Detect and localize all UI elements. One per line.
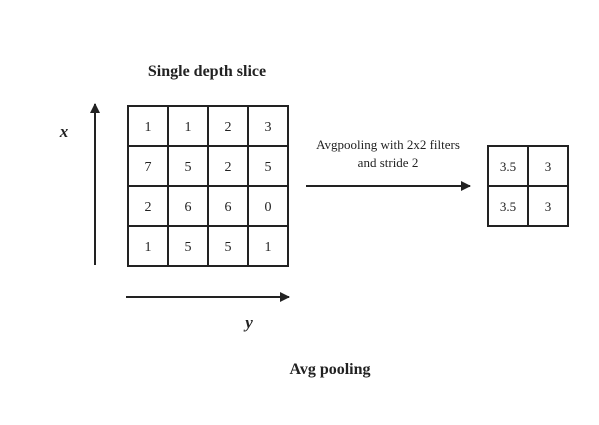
input-grid-value: 2 xyxy=(225,160,232,175)
input-grid-value: 6 xyxy=(185,200,192,215)
input-grid-value: 6 xyxy=(225,200,232,215)
output-grid-cell xyxy=(527,185,569,227)
input-grid-value: 1 xyxy=(265,240,272,255)
input-grid: 1 1 2 3 7 5 2 5 2 6 6 0 1 5 5 1 xyxy=(127,105,289,267)
input-grid-value: 0 xyxy=(265,200,272,215)
operation-label-line2: and stride 2 xyxy=(358,155,419,170)
output-grid: 3.5 3 3.5 3 xyxy=(487,145,569,227)
input-grid-value: 1 xyxy=(185,120,192,135)
input-grid-value: 5 xyxy=(185,160,192,175)
input-grid-value: 1 xyxy=(145,240,152,255)
input-grid-value: 5 xyxy=(185,240,192,255)
output-grid-value: 3 xyxy=(545,199,552,214)
output-grid-value: 3.5 xyxy=(500,199,516,214)
diagram-caption: Avg pooling xyxy=(289,361,370,378)
output-grid-value: 3.5 xyxy=(500,159,516,174)
operation-label-line1: Avgpooling with 2x2 filters xyxy=(316,137,460,152)
input-grid-value: 2 xyxy=(145,200,152,215)
input-grid-value: 7 xyxy=(145,160,152,175)
x-axis-label: x xyxy=(59,122,69,141)
y-axis-label: y xyxy=(243,313,253,332)
input-grid-value: 2 xyxy=(225,120,232,135)
input-grid-value: 1 xyxy=(145,120,152,135)
input-grid-value: 5 xyxy=(225,240,232,255)
input-grid-cell xyxy=(247,225,289,267)
slice-title: Single depth slice xyxy=(148,63,266,80)
input-grid-value: 5 xyxy=(265,160,272,175)
input-grid-value: 3 xyxy=(265,120,272,135)
output-grid-value: 3 xyxy=(545,159,552,174)
